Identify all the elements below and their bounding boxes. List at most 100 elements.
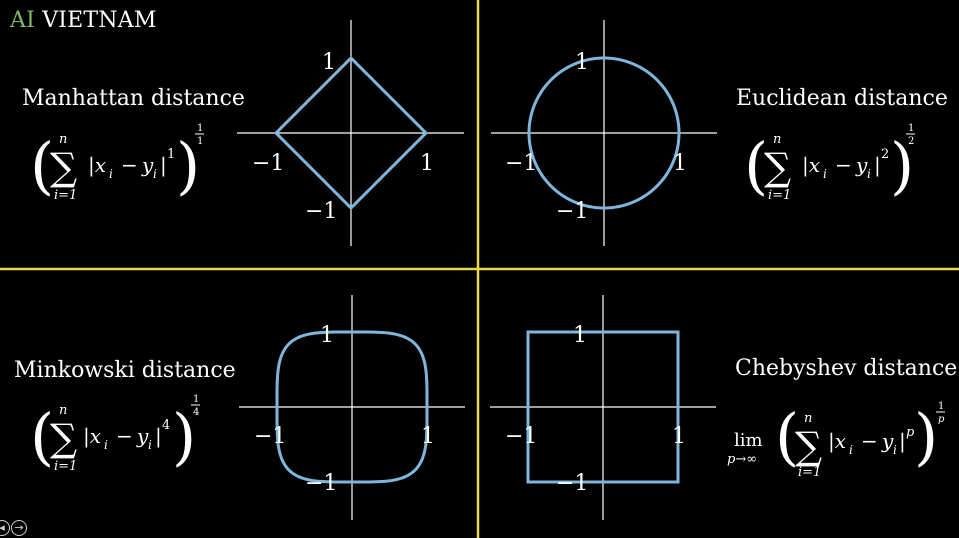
sigma: ∑ (50, 145, 77, 189)
tick-top: 1 (320, 323, 334, 348)
sub-i-y: i (867, 167, 871, 181)
manhattan-title: Manhattan distance (22, 86, 245, 111)
right-paren: ) (914, 400, 938, 473)
chebyshev-title: Chebyshev distance (735, 356, 957, 381)
tick-bottom: −1 (305, 471, 337, 496)
sub-i: i (849, 443, 853, 457)
power: 2 (881, 147, 889, 162)
outer-exp-num: 1 (908, 123, 914, 134)
minkowski-formula: ( n ∑ i=1 |x i − y i | 4 ) 1 4 (30, 394, 200, 474)
tick-top: 1 (575, 50, 589, 75)
sub-i-y: i (893, 443, 897, 457)
sigma: ∑ (764, 145, 791, 189)
manhattan-unit-ball (273, 55, 429, 211)
sub-i: i (823, 167, 827, 181)
outer-exp-num: 1 (193, 394, 199, 405)
sum-upper: n (773, 132, 781, 147)
chebyshev-formula: lim p→∞ ( n ∑ i=1 |x i − y i | p ) 1 p (727, 400, 945, 480)
left-paren: ( (30, 400, 54, 473)
brand-ai: AI (10, 8, 35, 33)
sub-i: i (104, 438, 108, 452)
y-term: y (855, 153, 868, 177)
euclidean-title: Euclidean distance (736, 86, 948, 111)
sum-lower: i=1 (798, 465, 821, 480)
tick-bottom: −1 (305, 199, 337, 224)
minus: − (835, 153, 852, 177)
panel-euclidean: Euclidean distance ( n ∑ i=1 |x i − y i … (491, 20, 948, 246)
minkowski-unit-ball (275, 330, 429, 484)
sub-i: i (109, 167, 113, 181)
tick-right: 1 (420, 151, 434, 176)
sigma: ∑ (795, 424, 822, 468)
abs-bar: | (899, 429, 906, 454)
y-term: y (141, 153, 154, 177)
brand-logo: AI VIETNAM (10, 8, 157, 33)
sum-upper: n (59, 403, 67, 418)
tick-left: −1 (254, 424, 286, 449)
right-paren: ) (172, 400, 196, 473)
minus: − (121, 153, 138, 177)
chebyshev-unit-ball (526, 330, 680, 484)
sum-upper: n (59, 132, 67, 147)
brand-vietnam: VIETNAM (42, 8, 157, 33)
manhattan-formula: ( n ∑ i=1 |x i − y i | 1 ) 1 1 (30, 123, 204, 203)
outer-exp-den: p (938, 414, 945, 425)
abs-bar: | (160, 153, 167, 178)
outer-exp-num: 1 (197, 123, 203, 134)
right-paren: ) (890, 129, 914, 202)
outer-exp-den: 2 (908, 136, 914, 147)
sub-i-y: i (153, 167, 157, 181)
sigma: ∑ (50, 416, 77, 460)
tick-top: 1 (322, 50, 336, 75)
y-term: y (881, 429, 894, 453)
tick-bottom: −1 (556, 199, 588, 224)
tick-right: 1 (421, 424, 435, 449)
outer-exp-den: 1 (197, 136, 203, 147)
sum-lower: i=1 (54, 459, 77, 474)
sum-lower: i=1 (54, 188, 77, 203)
tick-top: 1 (573, 323, 587, 348)
abs-bar: | (874, 153, 881, 178)
euclidean-formula: ( n ∑ i=1 |x i − y i | 2 ) 1 2 (744, 123, 915, 203)
playback-controls: ◂→ (0, 519, 28, 536)
tick-left: −1 (252, 151, 284, 176)
tick-bottom: −1 (556, 471, 588, 496)
lim-sub: p→∞ (727, 452, 757, 467)
minus: − (116, 424, 133, 448)
lim: lim (734, 430, 763, 451)
tick-left: −1 (505, 424, 537, 449)
power: 1 (167, 147, 175, 162)
power: p (906, 425, 915, 440)
prev-icon[interactable]: ◂ (0, 520, 10, 536)
abs-x: |x (83, 424, 101, 449)
abs-x: |x (828, 429, 846, 454)
left-paren: ( (30, 129, 54, 202)
left-paren: ( (775, 400, 799, 473)
panel-minkowski: Minkowski distance ( n ∑ i=1 |x i − y i … (14, 295, 465, 520)
outer-exp-den: 4 (193, 407, 199, 418)
abs-bar: | (155, 424, 162, 449)
euclidean-plot: 1 −1 −1 1 (491, 20, 717, 246)
minkowski-plot: 1 −1 −1 1 (239, 295, 465, 520)
panel-manhattan: Manhattan distance ( n ∑ i=1 |x i − y i … (22, 20, 464, 246)
euclidean-unit-ball (527, 56, 681, 210)
left-paren: ( (744, 129, 768, 202)
y-term: y (136, 424, 149, 448)
outer-exp-num: 1 (938, 401, 944, 412)
sum-lower: i=1 (768, 188, 791, 203)
minkowski-title: Minkowski distance (14, 358, 236, 383)
minus: − (861, 429, 878, 453)
tick-left: −1 (505, 151, 537, 176)
power: 4 (162, 418, 170, 433)
abs-x: |x (88, 153, 106, 178)
tick-right: 1 (672, 424, 686, 449)
sum-upper: n (804, 411, 812, 426)
right-paren: ) (176, 129, 200, 202)
sub-i-y: i (148, 438, 152, 452)
abs-x: |x (802, 153, 820, 178)
next-icon[interactable]: → (11, 520, 27, 536)
chebyshev-plot: 1 −1 −1 1 (490, 295, 716, 520)
panel-chebyshev: Chebyshev distance lim p→∞ ( n ∑ i=1 |x … (490, 295, 957, 520)
tick-right: 1 (673, 151, 687, 176)
